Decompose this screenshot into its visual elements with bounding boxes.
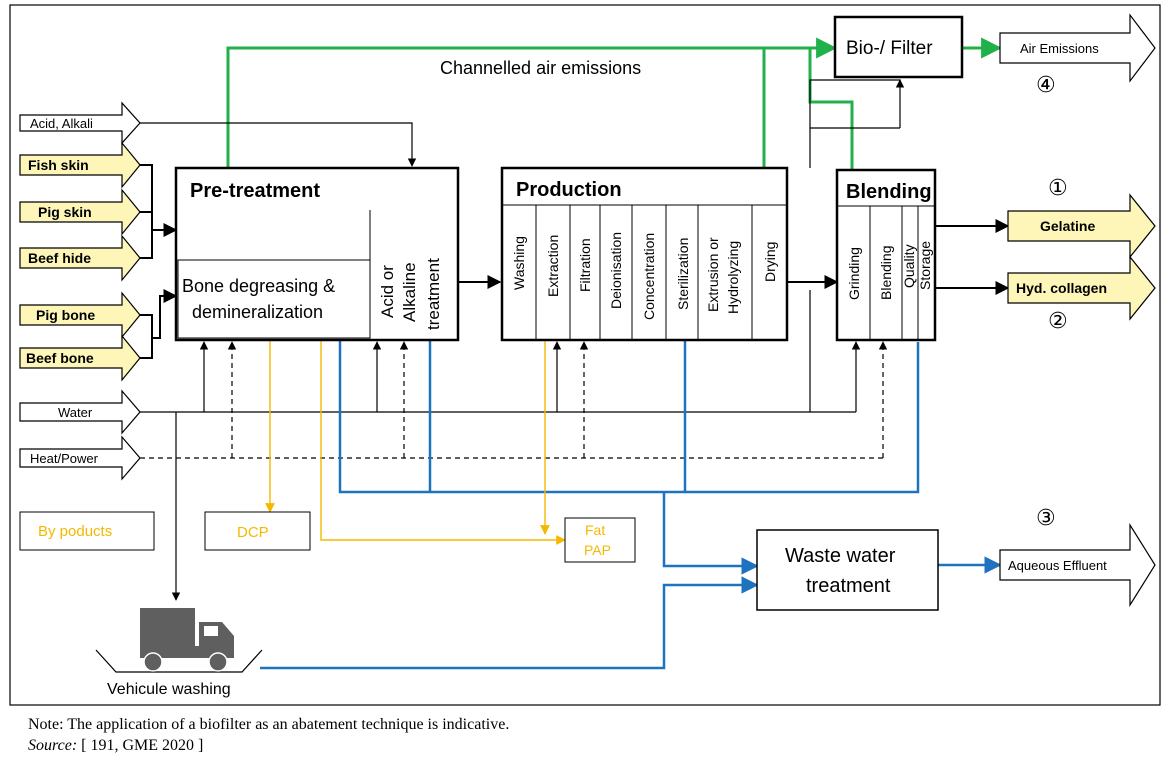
fish-skin-arrow	[19, 141, 141, 189]
gelatine-arrow	[1007, 193, 1156, 259]
production-step-sterilization: Sterilization	[675, 238, 691, 310]
wastewater-line1: Waste water	[785, 545, 896, 567]
acid-treatment-line2: Alkaline	[400, 262, 419, 322]
beef-bone-arrow	[19, 334, 141, 382]
pig-bone-arrow	[19, 291, 141, 339]
input-label-heat-power: Heat/Power	[30, 451, 99, 466]
dcp-box: DCP	[204, 511, 311, 551]
input-arrows	[19, 101, 141, 481]
footnote-source: Source: [ 191, GME 2020 ]	[28, 737, 203, 759]
footnote-note: Note: The application of a biofilter as …	[28, 716, 510, 733]
wastewater-lines	[260, 340, 1002, 670]
input-label-pig-skin: Pig skin	[38, 204, 92, 220]
output-number-effluent: ③	[1036, 505, 1056, 530]
output-label-aqueous-effluent: Aqueous Effluent	[1008, 558, 1107, 573]
output-arrows	[999, 13, 1156, 608]
heat-power-lines	[140, 341, 888, 459]
production-step-extrusion: Extrusion or	[705, 237, 721, 312]
output-number-collagen: ②	[1048, 308, 1068, 333]
pap-label: PAP	[584, 542, 611, 558]
source-label: Source:	[28, 737, 78, 754]
production-step-hydrolyzing: Hydrolyzing	[725, 241, 741, 314]
output-label-gelatine: Gelatine	[1040, 218, 1095, 234]
acid-treatment-line3: treatment	[424, 258, 443, 330]
production-step-deionisation: Deionisation	[608, 232, 624, 309]
blending-step-storage: Storage	[917, 241, 933, 290]
fat-label: Fat	[585, 522, 605, 538]
production-step-concentration: Concentration	[641, 233, 657, 320]
production-step-extraction: Extraction	[545, 235, 561, 297]
wastewater-treatment-box: Waste water treatment	[756, 529, 939, 611]
input-label-beef-hide: Beef hide	[28, 250, 91, 266]
hyd-collagen-arrow	[1007, 255, 1156, 321]
input-label-pig-bone: Pig bone	[36, 307, 95, 323]
blending-box: Blending Grinding Blending Quality Stora…	[835, 168, 937, 342]
input-label-acid-alkali: Acid, Alkali	[30, 116, 93, 131]
degreasing-line1: Bone degreasing &	[182, 276, 335, 296]
production-step-drying: Drying	[762, 242, 778, 282]
blending-step-quality: Quality	[901, 244, 917, 288]
blending-step-blending: Blending	[878, 246, 894, 301]
production-box: Production Washing Extraction Filtration…	[500, 166, 789, 342]
production-step-washing: Washing	[511, 236, 527, 290]
fat-pap-box: Fat PAP	[564, 517, 636, 563]
truck-icon	[95, 608, 263, 673]
acid-alkali-arrow	[19, 101, 141, 145]
byproducts-legend: By poducts	[19, 511, 155, 551]
wastewater-line2: treatment	[806, 575, 891, 597]
degreasing-line2: demineralization	[192, 302, 323, 322]
input-label-beef-bone: Beef bone	[26, 350, 94, 366]
production-title: Production	[516, 179, 622, 201]
heat-power-arrow	[19, 435, 141, 481]
biofilter-box: Bio-/ Filter	[833, 15, 964, 79]
output-number-air: ④	[1036, 72, 1056, 97]
aqueous-effluent-arrow	[999, 522, 1156, 608]
pretreatment-box: Pre-treatment Bone degreasing & deminera…	[174, 166, 460, 342]
pig-skin-arrow	[19, 188, 141, 236]
source-text: [ 191, GME 2020 ]	[77, 737, 204, 754]
biofilter-label: Bio-/ Filter	[846, 38, 933, 59]
input-label-fish-skin: Fish skin	[28, 157, 89, 173]
input-label-water: Water	[58, 405, 93, 420]
pretreatment-title: Pre-treatment	[190, 180, 320, 202]
dcp-label: DCP	[237, 524, 269, 541]
vehicle-washing-label: Vehicule washing	[107, 681, 231, 698]
channelled-air-label: Channelled air emissions	[440, 58, 641, 78]
water-arrow	[19, 389, 141, 435]
acid-treatment-line1: Acid or	[378, 265, 397, 318]
production-step-filtration: Filtration	[577, 238, 593, 292]
output-label-air-emissions: Air Emissions	[1020, 41, 1099, 56]
material-flow-lines	[140, 79, 1010, 601]
beef-hide-arrow	[19, 234, 141, 282]
air-emissions-arrow	[999, 13, 1156, 83]
byproducts-label: By poducts	[38, 523, 112, 540]
diagram-frame	[9, 4, 1161, 706]
output-number-gelatine: ①	[1048, 175, 1068, 200]
blending-step-grinding: Grinding	[846, 247, 862, 300]
byproduct-lines	[265, 340, 566, 545]
output-label-hyd-collagen: Hyd. collagen	[1016, 280, 1107, 296]
air-emission-lines	[226, 37, 1003, 170]
blending-title: Blending	[846, 181, 932, 203]
